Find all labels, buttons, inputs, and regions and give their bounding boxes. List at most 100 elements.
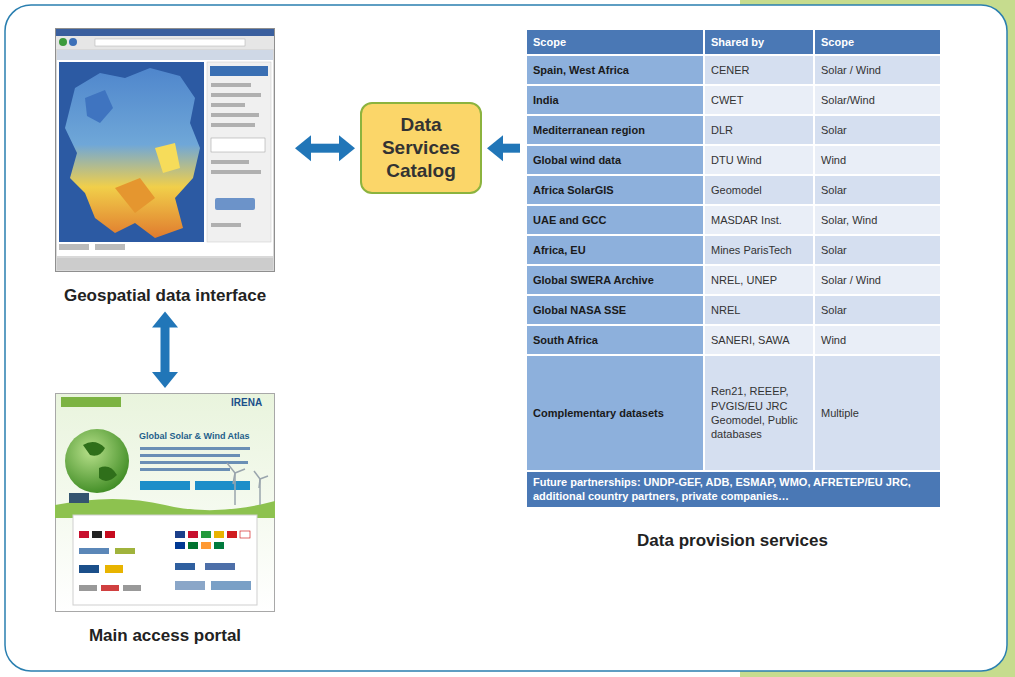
panel-caption: Geospatial data interface bbox=[40, 286, 290, 306]
illustration-part bbox=[214, 531, 224, 538]
illustration-part bbox=[214, 542, 224, 549]
illustration-part bbox=[188, 531, 198, 538]
table-cell: Africa, EU bbox=[527, 236, 703, 264]
illustration-part bbox=[227, 531, 237, 538]
screenshot-panel: Global Solar & Wind AtlasIRENAMain acces… bbox=[40, 393, 290, 646]
table-cell: Geomodel bbox=[705, 176, 813, 204]
table-row: Complementary datasetsRen21, REEEP, PVGI… bbox=[527, 356, 940, 470]
table-cell: Complementary datasets bbox=[527, 356, 703, 470]
table-cell: Ren21, REEEP, PVGIS/EU JRC Geomodel, Pub… bbox=[705, 356, 813, 470]
table-cell: Wind bbox=[815, 326, 940, 354]
table-cell: NREL bbox=[705, 296, 813, 324]
panel-caption: Main access portal bbox=[40, 626, 290, 646]
table-cell: SANERI, SAWA bbox=[705, 326, 813, 354]
arrow-shaft bbox=[161, 325, 170, 374]
screenshot-image bbox=[55, 28, 275, 272]
table-cell: MASDAR Inst. bbox=[705, 206, 813, 234]
table-cell: Global wind data bbox=[527, 146, 703, 174]
illustration-part bbox=[56, 394, 275, 612]
illustration-part bbox=[240, 531, 250, 538]
table-row: Spain, West AfricaCENERSolar / Wind bbox=[527, 56, 940, 84]
table-row: Future partnerships: UNDP-GEF, ADB, ESMA… bbox=[527, 472, 940, 507]
illustration-part bbox=[55, 393, 275, 612]
table-cell: Solar bbox=[815, 236, 940, 264]
illustration-part bbox=[211, 138, 265, 152]
catalog-box: Data Services Catalog bbox=[360, 102, 482, 194]
header-cell: Scope bbox=[815, 30, 940, 54]
table-cell: India bbox=[527, 86, 703, 114]
illustration-part bbox=[211, 93, 261, 97]
illustration-part bbox=[83, 442, 117, 481]
illustration-part bbox=[211, 113, 259, 117]
illustration-part bbox=[59, 62, 204, 242]
illustration-part bbox=[211, 160, 249, 164]
illustration-part bbox=[101, 585, 119, 591]
table-row: Africa SolarGISGeomodelSolar bbox=[527, 176, 940, 204]
illustration-part bbox=[211, 123, 255, 127]
illustration-part bbox=[105, 531, 115, 538]
illustration-part bbox=[140, 461, 248, 464]
arrow-head bbox=[152, 311, 178, 327]
illustration-part bbox=[56, 29, 274, 36]
illustration-part bbox=[140, 454, 240, 457]
illustration-part bbox=[79, 565, 99, 573]
illustration-part bbox=[210, 66, 268, 76]
arrow-shaft bbox=[501, 144, 520, 153]
illustration-part bbox=[211, 103, 245, 107]
arrow-head bbox=[339, 135, 355, 161]
table-cell: CENER bbox=[705, 56, 813, 84]
illustration-part bbox=[201, 542, 211, 549]
illustration-part bbox=[201, 531, 211, 538]
illustration-part bbox=[211, 223, 241, 227]
illustration-part bbox=[254, 471, 268, 488]
illustration-part bbox=[205, 563, 235, 570]
table-cell: Mediterranean region bbox=[527, 116, 703, 144]
illustration-part bbox=[69, 38, 77, 46]
table-caption: Data provision services bbox=[525, 531, 940, 551]
table-cell: Multiple bbox=[815, 356, 940, 470]
illustration-part bbox=[57, 50, 273, 60]
screenshot-panel: Geospatial data interface bbox=[40, 28, 290, 306]
table-cell: Solar bbox=[815, 296, 940, 324]
double-arrow bbox=[487, 135, 520, 161]
double-arrow bbox=[152, 311, 178, 388]
illustration-part bbox=[211, 170, 261, 174]
data-table: ScopeShared byScopeSpain, West AfricaCEN… bbox=[525, 28, 940, 551]
arrow-shaft bbox=[309, 144, 341, 153]
illustration-part bbox=[85, 90, 113, 123]
arrow-head bbox=[152, 372, 178, 388]
illustration-part bbox=[140, 481, 190, 490]
table-cell: Solar bbox=[815, 116, 940, 144]
table-cell: CWET bbox=[705, 86, 813, 114]
table-cell: Solar / Wind bbox=[815, 56, 940, 84]
illustration-part bbox=[211, 83, 251, 87]
arrow-head bbox=[487, 135, 503, 161]
illustration-part bbox=[56, 29, 275, 272]
illustration-part bbox=[65, 68, 200, 238]
illustration-part bbox=[227, 463, 245, 484]
illustration-part bbox=[57, 258, 273, 270]
illustration-part bbox=[140, 468, 230, 471]
illustration-part bbox=[175, 531, 185, 538]
illustration-part bbox=[140, 447, 250, 450]
illustration-part bbox=[79, 585, 97, 591]
illustration-part bbox=[59, 244, 89, 250]
table-cell: Wind bbox=[815, 146, 940, 174]
screenshot-text: Global Solar & Wind Atlas bbox=[139, 431, 250, 441]
table-row: Global SWERA ArchiveNREL, UNEPSolar / Wi… bbox=[527, 266, 940, 294]
illustration-part bbox=[195, 481, 250, 490]
table-row: ScopeShared byScope bbox=[527, 30, 940, 54]
illustration-part bbox=[69, 493, 89, 503]
catalog-title: Data Services Catalog bbox=[372, 114, 470, 182]
illustration-part bbox=[188, 542, 198, 549]
illustration-part bbox=[59, 38, 67, 46]
table-cell: Africa SolarGIS bbox=[527, 176, 703, 204]
table-cell: Global NASA SSE bbox=[527, 296, 703, 324]
illustration-part bbox=[95, 244, 125, 250]
illustration-part bbox=[61, 397, 121, 407]
table-cell: DLR bbox=[705, 116, 813, 144]
footer-cell: Future partnerships: UNDP-GEF, ADB, ESMA… bbox=[527, 472, 940, 507]
table-row: Mediterranean regionDLRSolar bbox=[527, 116, 940, 144]
table-cell: Solar/Wind bbox=[815, 86, 940, 114]
